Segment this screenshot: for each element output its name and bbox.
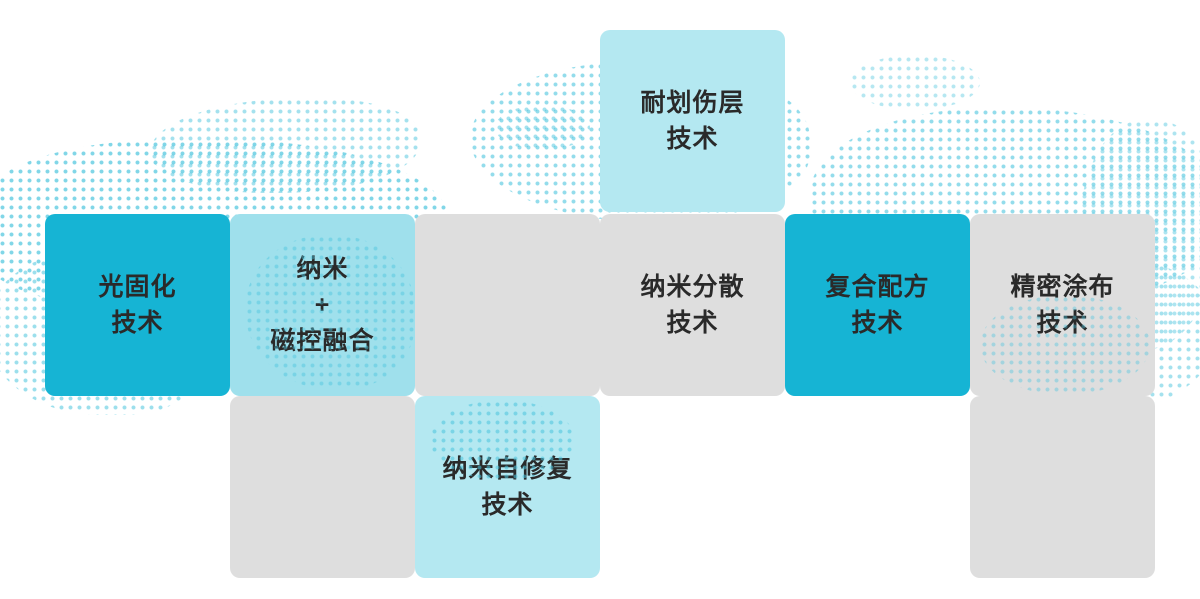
tile-nano-magnetron-fusion: 纳米 + 磁控融合 bbox=[230, 214, 415, 396]
map-dots-mid-small bbox=[495, 105, 590, 150]
tile-label: 纳米自修复 技术 bbox=[442, 454, 573, 519]
tile-empty-bottom-left bbox=[230, 396, 415, 578]
tile-nano-self-healing: 纳米自修复 技术 bbox=[415, 396, 600, 578]
tile-composite-formula: 复合配方 技术 bbox=[785, 214, 970, 396]
tile-uv-curing: 光固化 技术 bbox=[45, 214, 230, 396]
tile-label: 光固化 技术 bbox=[98, 272, 177, 337]
tile-scratch-resistant-layer: 耐划伤层 技术 bbox=[600, 30, 785, 212]
tile-empty-bottom-right bbox=[970, 396, 1155, 578]
tile-empty-middle bbox=[415, 214, 600, 396]
tile-label: 纳米 + 磁控融合 bbox=[270, 254, 375, 356]
map-dots-left-top bbox=[150, 98, 420, 193]
tile-nano-dispersion: 纳米分散 技术 bbox=[600, 214, 785, 396]
map-dots-top-right-sparse bbox=[850, 55, 980, 110]
tile-precision-coating: 精密涂布 技术 bbox=[970, 214, 1155, 396]
tile-label: 精密涂布 技术 bbox=[1010, 272, 1115, 337]
tile-label: 耐划伤层 技术 bbox=[640, 88, 745, 153]
tile-label: 纳米分散 技术 bbox=[640, 272, 745, 337]
tile-label: 复合配方 技术 bbox=[825, 272, 930, 337]
